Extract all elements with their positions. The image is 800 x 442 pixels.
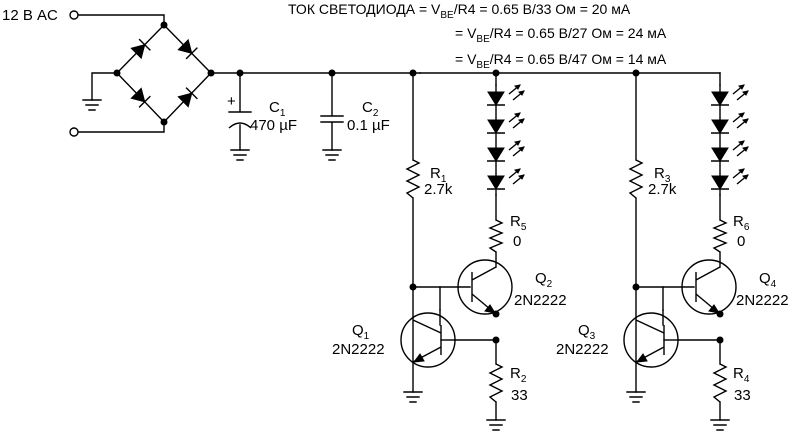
- bridge-diode-1: [130, 38, 151, 60]
- junction-dot: [716, 336, 724, 344]
- led-string-left: [487, 84, 525, 196]
- resistor-r6: [712, 219, 728, 253]
- junction-dot: [113, 69, 121, 77]
- transistor-q4: [662, 259, 737, 315]
- q3-part: 2N2222: [556, 341, 609, 358]
- led-2: [487, 112, 525, 134]
- formula-line-1: ТОК СВЕТОДИОДА = VBE/R4 = 0.65 В/33 Ом =…: [288, 1, 631, 21]
- led-7: [711, 140, 749, 162]
- formula-line-3: = VBE/R4 = 0.65 В/47 Ом = 14 мА: [455, 51, 667, 71]
- resistor-r5: [488, 219, 504, 253]
- led-1: [487, 84, 525, 106]
- transistor-q3: [623, 309, 679, 368]
- c1-polarity: +: [227, 93, 236, 110]
- bridge-rectifier: [116, 23, 212, 124]
- channel-right-wiring: [626, 72, 730, 431]
- bridge-diode-3: [130, 87, 151, 108]
- resistor-r1: [405, 159, 421, 199]
- r4-label: R4: [733, 365, 750, 385]
- ac-terminal-top: [69, 10, 79, 20]
- resistor-r2: [488, 363, 504, 403]
- r3-label: R3: [654, 165, 671, 185]
- r1-label: R1: [430, 165, 447, 185]
- r2-value: 33: [511, 387, 528, 404]
- junction-dot: [160, 21, 168, 29]
- junction-dot: [236, 69, 244, 77]
- resistor-r4: [712, 363, 728, 403]
- r6-label: R6: [733, 213, 750, 233]
- junction-dot: [207, 69, 215, 77]
- r6-value: 0: [737, 233, 745, 250]
- junction-dot: [632, 283, 640, 291]
- led-8: [711, 168, 749, 190]
- led-5: [711, 84, 749, 106]
- bridge-diode-4: [177, 87, 198, 108]
- ac-terminal-bottom: [69, 127, 79, 137]
- r5-value: 0: [513, 233, 521, 250]
- led-6: [711, 112, 749, 134]
- ground-symbol: [82, 99, 102, 111]
- q1-label: Q1: [352, 322, 370, 342]
- capacitor-c2: [320, 72, 344, 161]
- r5-label: R5: [510, 213, 527, 233]
- q1-part: 2N2222: [332, 341, 385, 358]
- resistor-r3: [628, 159, 644, 199]
- c1-label: C1: [269, 99, 286, 119]
- transistor-q2: [439, 259, 513, 315]
- led-3: [487, 140, 525, 162]
- capacitor-c1: [228, 72, 252, 161]
- ac-input-label: 12 В AC: [2, 7, 58, 24]
- c1-value: 470 µF: [250, 117, 297, 134]
- formula-line-2: = VBE/R4 = 0.65 В/27 Ом = 24 мА: [455, 25, 667, 45]
- junction-dot: [409, 283, 417, 291]
- q2-part: 2N2222: [514, 292, 567, 309]
- led-string-right: [711, 84, 749, 196]
- q4-label: Q4: [759, 270, 777, 290]
- c2-label: C2: [362, 99, 379, 119]
- transistor-q1: [400, 309, 456, 368]
- r1-value: 2.7k: [424, 181, 453, 198]
- q3-label: Q3: [578, 322, 596, 342]
- led-4: [487, 168, 525, 190]
- q2-label: Q2: [535, 270, 553, 290]
- bridge-diode-2: [177, 38, 198, 60]
- r2-label: R2: [510, 365, 527, 385]
- r3-value: 2.7k: [648, 181, 677, 198]
- c2-value: 0.1 µF: [347, 117, 390, 134]
- junction-dot: [160, 118, 168, 126]
- channel-left-wiring: [403, 72, 506, 431]
- q4-part: 2N2222: [736, 292, 789, 309]
- junction-dot: [492, 336, 500, 344]
- junction-dot: [328, 69, 336, 77]
- r4-value: 33: [734, 387, 751, 404]
